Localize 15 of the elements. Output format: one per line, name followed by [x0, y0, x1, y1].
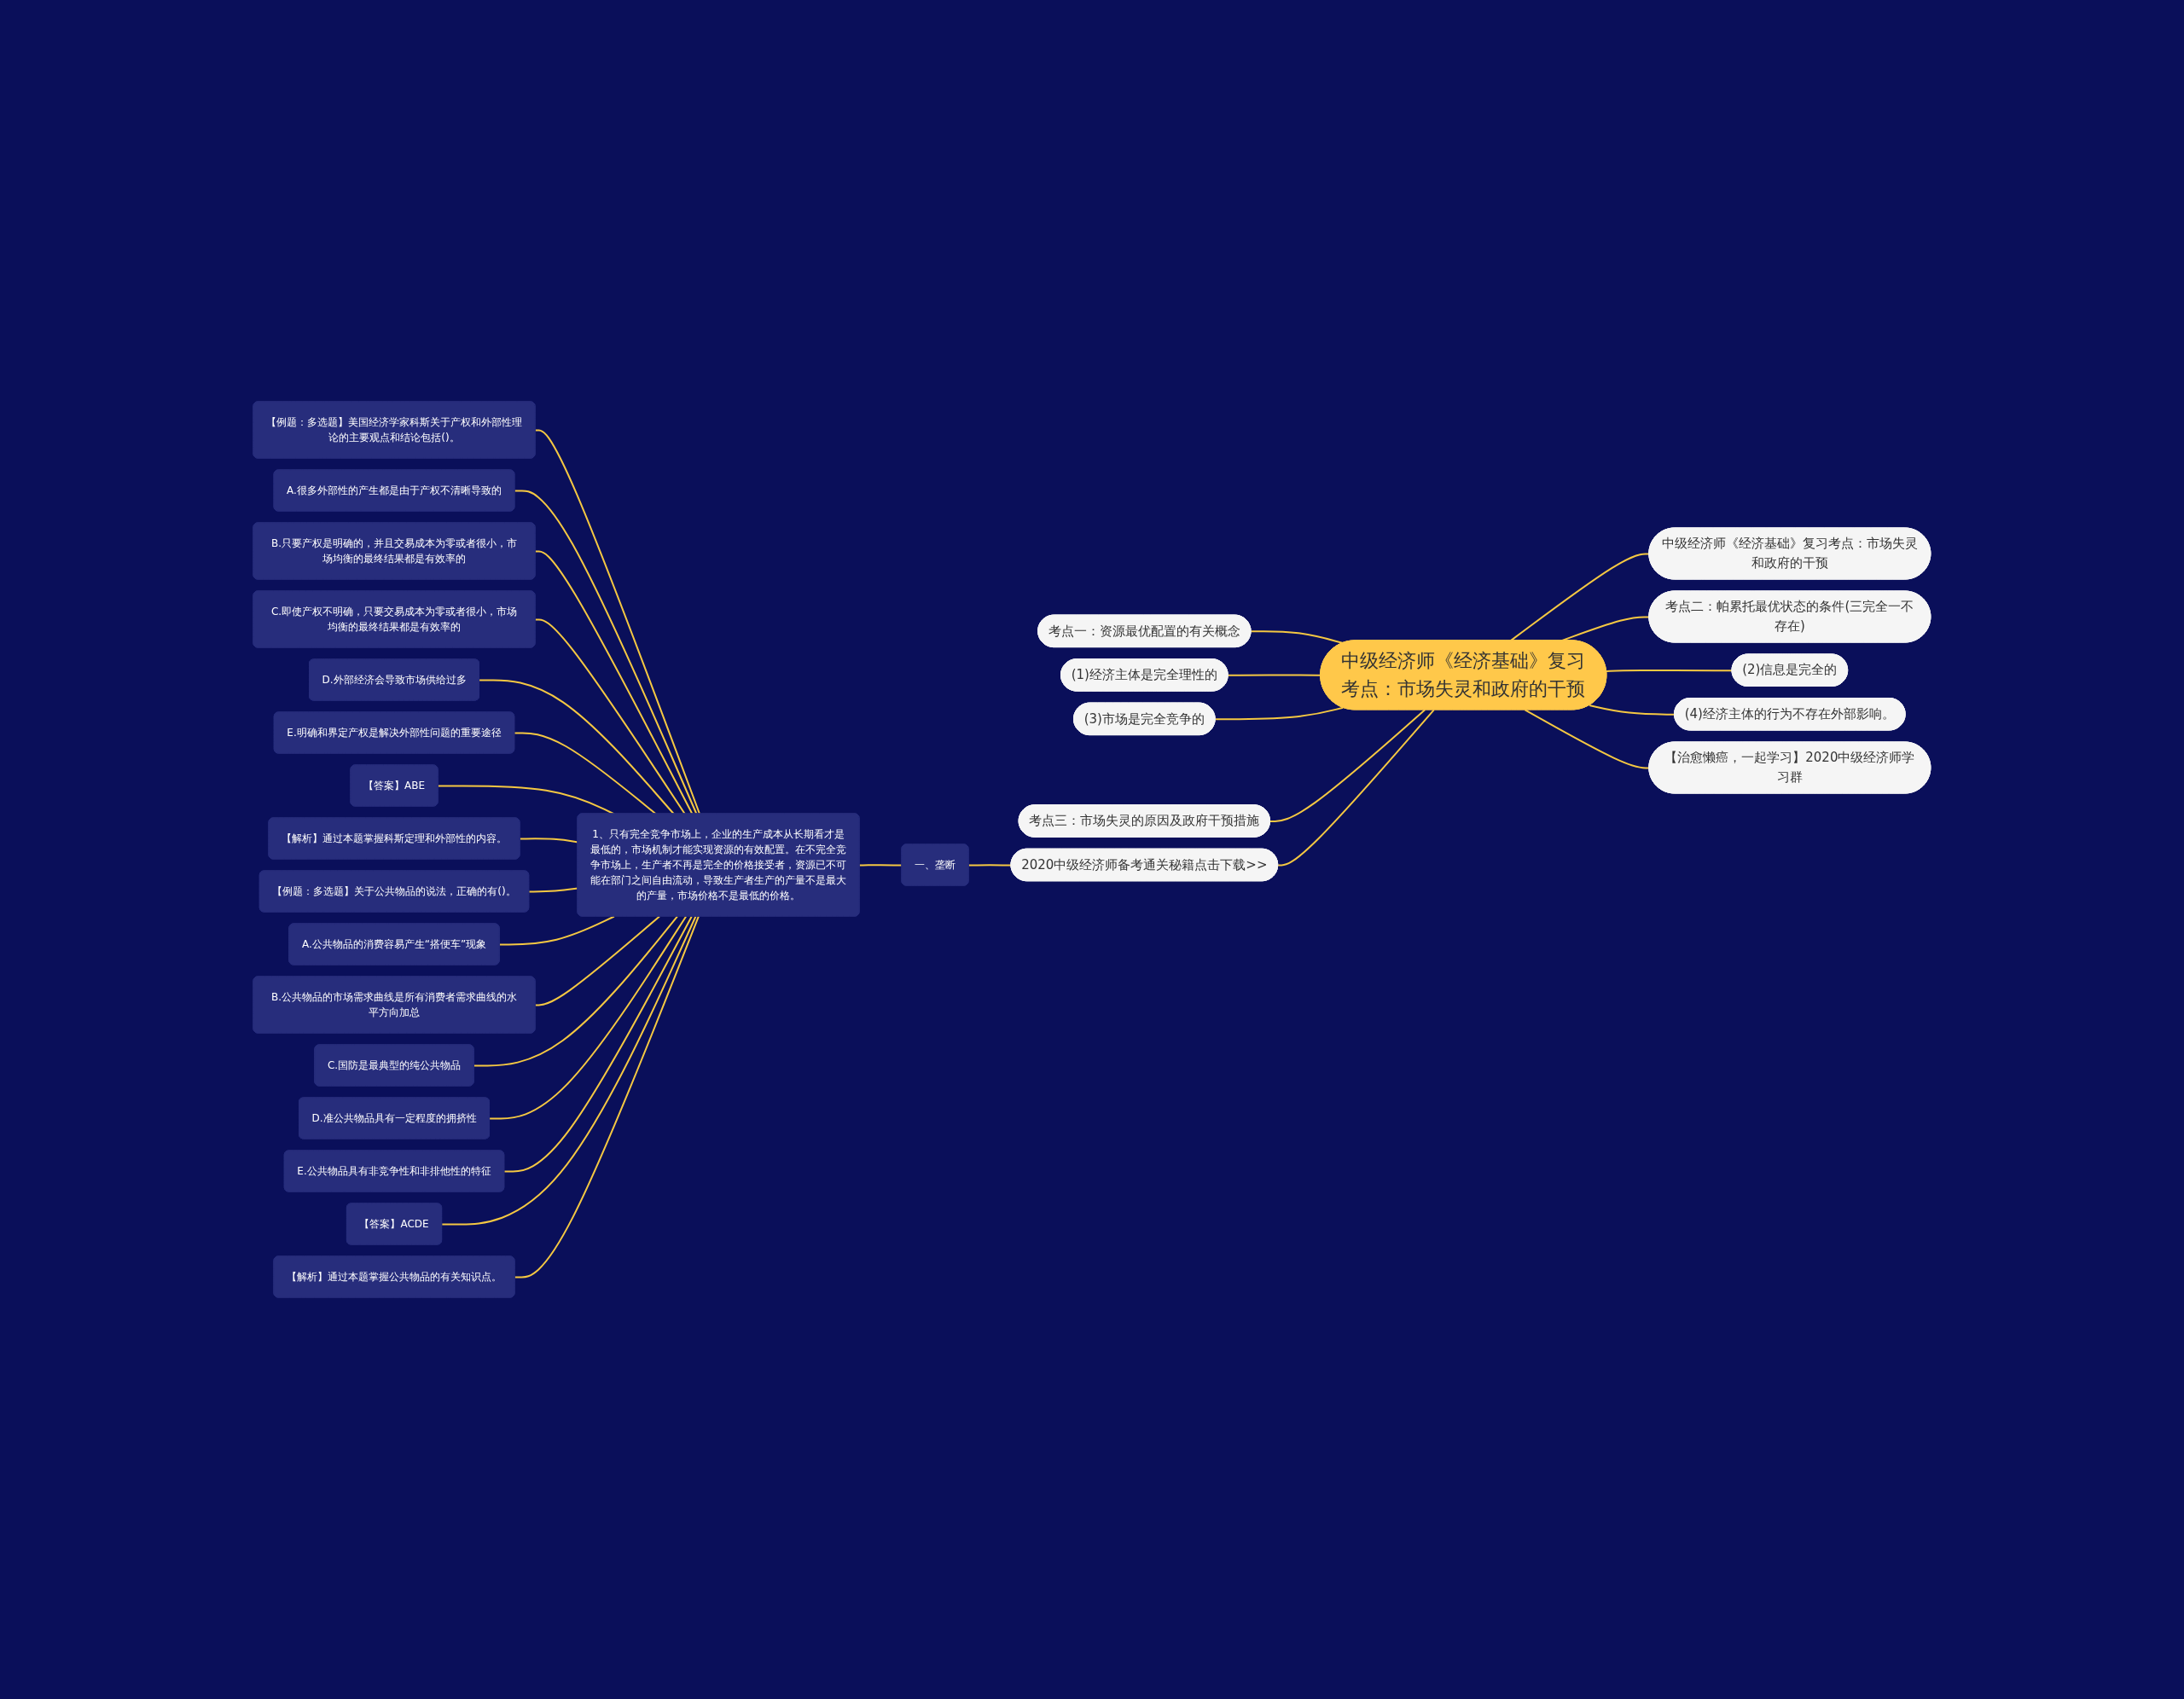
connector [473, 915, 679, 1067]
connector [534, 915, 661, 1006]
connector [1269, 709, 1426, 822]
connector [503, 915, 693, 1173]
connector [1277, 709, 1435, 867]
connector [1606, 670, 1734, 672]
connector [1214, 706, 1345, 721]
connector [514, 915, 700, 1279]
connector [528, 887, 579, 893]
connector [967, 864, 1013, 867]
connector [489, 915, 688, 1120]
connector [858, 864, 903, 867]
connector [519, 838, 579, 844]
connector [498, 915, 615, 946]
connector [441, 915, 697, 1226]
